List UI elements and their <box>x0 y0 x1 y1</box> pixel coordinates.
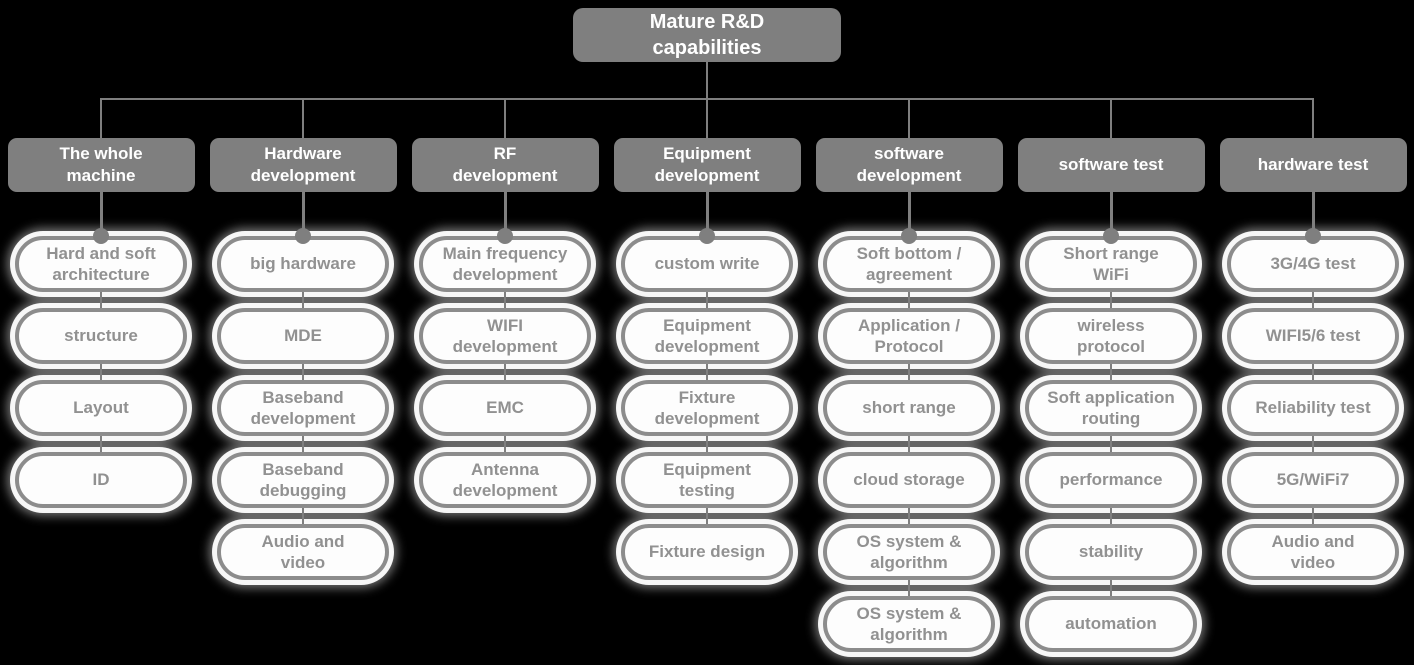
pill-connector-line <box>302 436 304 452</box>
pill-connector-line <box>1110 436 1112 452</box>
branch-drop-line <box>504 98 506 138</box>
branch-drop-line <box>100 98 102 138</box>
leaf-node: big hardware <box>217 236 389 292</box>
pill-connector-line <box>908 508 910 524</box>
leaf-node: Baseband development <box>217 380 389 436</box>
leaf-node: OS system & algorithm <box>823 524 995 580</box>
pill-connector-line <box>908 292 910 308</box>
leaf-node: ID <box>15 452 187 508</box>
leaf-node: Soft application routing <box>1025 380 1197 436</box>
pill-connector-line <box>1110 580 1112 596</box>
leaf-node: performance <box>1025 452 1197 508</box>
pill-connector-line <box>706 292 708 308</box>
pill-connector-line <box>908 436 910 452</box>
leaf-node: WIFI development <box>419 308 591 364</box>
pill-connector-line <box>908 364 910 380</box>
branch-header: software development <box>815 138 1003 192</box>
leaf-node: Fixture design <box>621 524 793 580</box>
leaf-node: stability <box>1025 524 1197 580</box>
pill-connector-line <box>908 580 910 596</box>
pill-connector-line <box>706 364 708 380</box>
branch-drop-line <box>706 98 708 138</box>
pill-connector-line <box>1312 292 1314 308</box>
branch-drop-line <box>908 98 910 138</box>
leaf-node: Audio and video <box>1227 524 1399 580</box>
pill-connector-line <box>1110 364 1112 380</box>
branch-stem-with-dot <box>301 192 305 236</box>
branch-drop-line <box>302 98 304 138</box>
leaf-node: MDE <box>217 308 389 364</box>
branch-drop-line <box>1110 98 1112 138</box>
leaf-node: EMC <box>419 380 591 436</box>
leaf-node: Antenna development <box>419 452 591 508</box>
pill-connector-line <box>1312 508 1314 524</box>
leaf-node: WIFI5/6 test <box>1227 308 1399 364</box>
pill-connector-line <box>706 436 708 452</box>
leaf-node: Baseband debugging <box>217 452 389 508</box>
leaf-node: 5G/WiFi7 <box>1227 452 1399 508</box>
leaf-node: Audio and video <box>217 524 389 580</box>
leaf-node: Fixture development <box>621 380 793 436</box>
branch-header: Equipment development <box>613 138 801 192</box>
branch-stem-with-dot <box>503 192 507 236</box>
branch-stem-with-dot <box>907 192 911 236</box>
branch-header: hardware test <box>1219 138 1407 192</box>
pill-connector-line <box>302 508 304 524</box>
leaf-node: structure <box>15 308 187 364</box>
leaf-node: custom write <box>621 236 793 292</box>
leaf-node: cloud storage <box>823 452 995 508</box>
pill-connector-line <box>504 436 506 452</box>
leaf-node: wireless protocol <box>1025 308 1197 364</box>
leaf-node: Equipment development <box>621 308 793 364</box>
root-connector-line <box>706 62 708 98</box>
branch-header: Hardware development <box>209 138 397 192</box>
pill-connector-line <box>100 436 102 452</box>
branch-header: RF development <box>411 138 599 192</box>
leaf-node: Application / Protocol <box>823 308 995 364</box>
leaf-node: OS system & algorithm <box>823 596 995 652</box>
pill-connector-line <box>1312 436 1314 452</box>
branch-header: software test <box>1017 138 1205 192</box>
leaf-node: automation <box>1025 596 1197 652</box>
pill-connector-line <box>504 364 506 380</box>
leaf-node: Short range WiFi <box>1025 236 1197 292</box>
pill-connector-line <box>706 508 708 524</box>
root-node: Mature R&D capabilities <box>573 8 841 62</box>
pill-connector-line <box>302 292 304 308</box>
leaf-node: 3G/4G test <box>1227 236 1399 292</box>
pill-connector-line <box>302 364 304 380</box>
leaf-node: short range <box>823 380 995 436</box>
branch-stem-with-dot <box>1311 192 1315 236</box>
pill-connector-line <box>1312 364 1314 380</box>
leaf-node: Main frequency development <box>419 236 591 292</box>
branch-stem-with-dot <box>99 192 103 236</box>
pill-connector-line <box>100 292 102 308</box>
leaf-node: Equipment testing <box>621 452 793 508</box>
leaf-node: Hard and soft architecture <box>15 236 187 292</box>
branch-header: The whole machine <box>7 138 195 192</box>
branch-stem-with-dot <box>1109 192 1113 236</box>
pill-connector-line <box>100 364 102 380</box>
leaf-node: Layout <box>15 380 187 436</box>
leaf-node: Reliability test <box>1227 380 1399 436</box>
pill-connector-line <box>1110 508 1112 524</box>
branch-drop-line <box>1312 98 1314 138</box>
branch-stem-with-dot <box>705 192 709 236</box>
pill-connector-line <box>1110 292 1112 308</box>
leaf-node: Soft bottom / agreement <box>823 236 995 292</box>
pill-connector-line <box>504 292 506 308</box>
